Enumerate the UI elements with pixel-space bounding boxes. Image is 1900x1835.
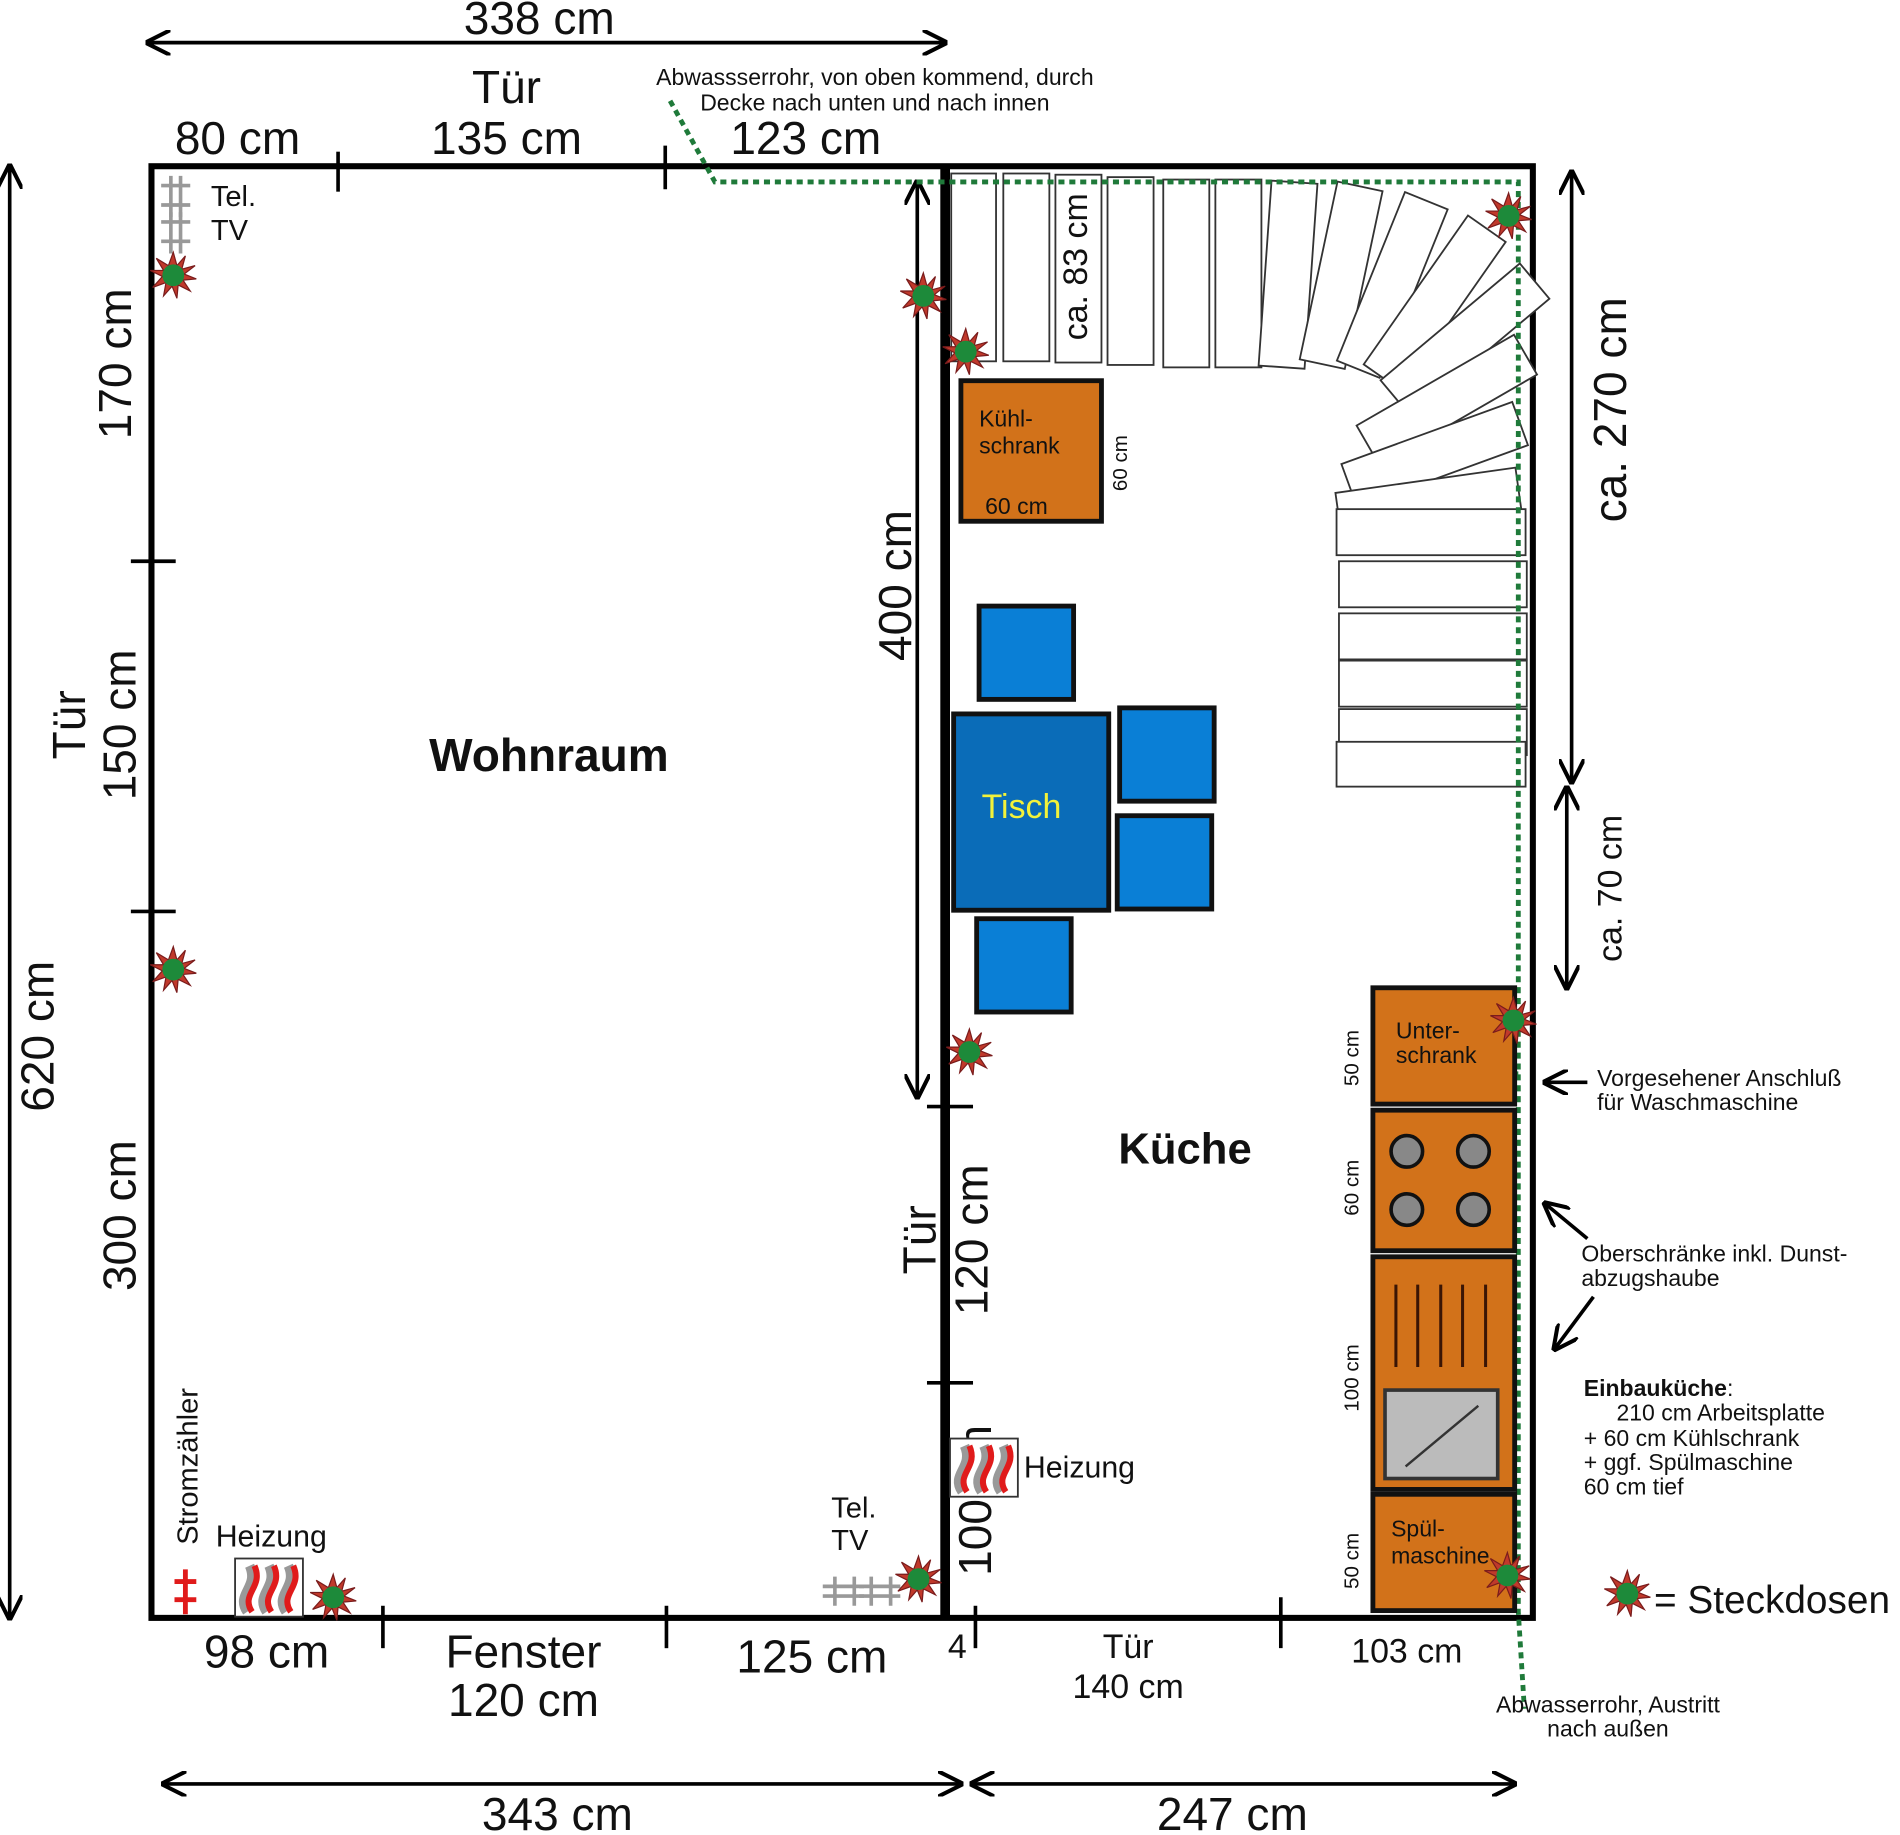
upper-cabinet-arrow [1545,1203,1589,1241]
stove [1370,1107,1518,1254]
tel-label: Tel. [211,181,256,213]
socket-icon [149,945,197,994]
sockets [149,192,1538,1621]
dim-kitchen-door-label: Tür [1103,1628,1154,1666]
dishwasher-label-2: maschine [1391,1542,1490,1568]
dimension-arrows [10,43,1572,1784]
table [951,711,1112,913]
sink-unit [1370,1254,1518,1492]
note-pipe-out-1: Abwasserrohr, Austritt [1496,1691,1720,1717]
kitchen-title-colon: : [1727,1375,1733,1401]
heater-label-2: Heizung [1024,1451,1135,1484]
socket-icon [309,1573,357,1621]
dim-inner-door: 120 cm [946,1164,998,1315]
tv-label: TV [211,215,249,247]
dim-inner-door-label: Tür [893,1205,945,1274]
dim-right-stairs: ca. 270 cm [1584,297,1636,522]
chair [1114,813,1215,912]
heater-label: Heizung [216,1520,327,1553]
dim-bottom-right: 103 cm [1351,1633,1462,1671]
dim-window: 120 cm [448,1674,599,1726]
kitchen-dim-60: 60 cm [1340,1160,1363,1216]
note-washer-1: Vorgesehener Anschluß [1597,1065,1841,1091]
dim-left-door-label: Tür [43,690,95,759]
dim-left-door: 150 cm [94,649,146,800]
note-upper-1: Oberschränke inkl. Dunst- [1581,1241,1847,1267]
dim-top-left: 80 cm [175,112,300,164]
dim-top-door: 135 cm [431,112,582,164]
dim-window-label: Fenster [445,1626,601,1678]
dim-bottom-mid: 125 cm [736,1630,887,1682]
dim-bottom-4: 4 [948,1628,967,1666]
dim-inner-wall: 400 cm [869,510,921,661]
dim-top-right: 123 cm [730,112,881,164]
chair [974,916,1074,1015]
chair [976,603,1077,702]
fridge-label-1: Kühl- [979,406,1033,432]
note-kitchen-1: 210 cm Arbeitsplatte [1616,1399,1825,1425]
legend-socket-icon [1603,1570,1651,1618]
phone-jack-icon [159,174,193,219]
phone-jack-icon [820,1574,866,1608]
dim-top-total: 338 cm [464,0,615,44]
outer-wall [148,163,1536,1621]
table-label: Tisch [982,788,1062,826]
dim-left-top: 170 cm [89,288,141,439]
note-washer-2: für Waschmaschine [1597,1089,1798,1115]
fridge-depth: 60 cm [1109,435,1132,491]
chair [1117,705,1217,804]
base-cabinet [1370,985,1518,1107]
tel-label-2: Tel. [831,1492,876,1524]
socket-icon [899,272,947,320]
note-pipe-top-2: Decke nach unten und nach innen [700,89,1049,115]
base-cabinet-label-2: schrank [1396,1042,1477,1068]
dishwasher [1370,1491,1518,1614]
note-kitchen-2: + 60 cm Kühlschrank [1584,1425,1800,1451]
meter-label: Stromzähler [173,1388,205,1545]
room-living: Wohnraum [429,729,669,781]
kitchen-dim-100: 100 cm [1340,1344,1363,1411]
heater-icon [235,1559,303,1617]
fridge [958,378,1104,524]
tv-jack-icon [159,210,193,256]
socket-icon [894,1555,943,1603]
room-kitchen: Küche [1118,1125,1251,1173]
kitchen-dim-50b: 50 cm [1340,1533,1363,1589]
socket-icon [945,1028,994,1076]
dim-bottom-left: 98 cm [204,1626,329,1678]
kitchen-title: Einbauküche [1584,1375,1727,1401]
note-kitchen-title: Einbauküche: [1584,1375,1734,1401]
staircase: ca. 83 cm [950,172,1551,788]
dim-bottom-total-right: 247 cm [1157,1788,1308,1835]
wall-ticks [130,145,1283,1649]
tv-jack-icon [857,1574,903,1608]
base-cabinet-label-1: Unter- [1396,1018,1460,1044]
note-upper-2: abzugshaube [1581,1265,1719,1291]
legend-sockets: = Steckdosen [1654,1579,1890,1622]
tv-label-2: TV [831,1525,869,1557]
note-pipe-out-2: nach außen [1547,1716,1669,1742]
dim-left-total: 620 cm [11,961,63,1112]
dim-top-door-label: Tür [472,61,541,113]
dim-left-bottom: 300 cm [94,1140,146,1291]
socket-icon [149,251,197,299]
note-kitchen-4: 60 cm tief [1584,1473,1684,1499]
fridge-label-2: schrank [979,432,1060,458]
dim-stair-width: ca. 83 cm [1057,193,1095,340]
heater-icon [950,1439,1018,1497]
electric-meter-icon [174,1569,197,1615]
note-kitchen-3: + ggf. Spülmaschine [1584,1449,1793,1475]
upper-cabinet-arrow [1555,1295,1595,1349]
dim-bottom-total-left: 343 cm [482,1788,633,1835]
fridge-width: 60 cm [985,493,1048,519]
kitchen-dim-50a: 50 cm [1340,1030,1363,1086]
dim-kitchen-door: 140 cm [1073,1668,1184,1706]
dishwasher-label-1: Spül- [1391,1516,1445,1542]
dim-right-gap: ca. 70 cm [1591,815,1629,962]
note-pipe-top-1: Abwassserrohr, von oben kommend, durch [656,64,1094,90]
